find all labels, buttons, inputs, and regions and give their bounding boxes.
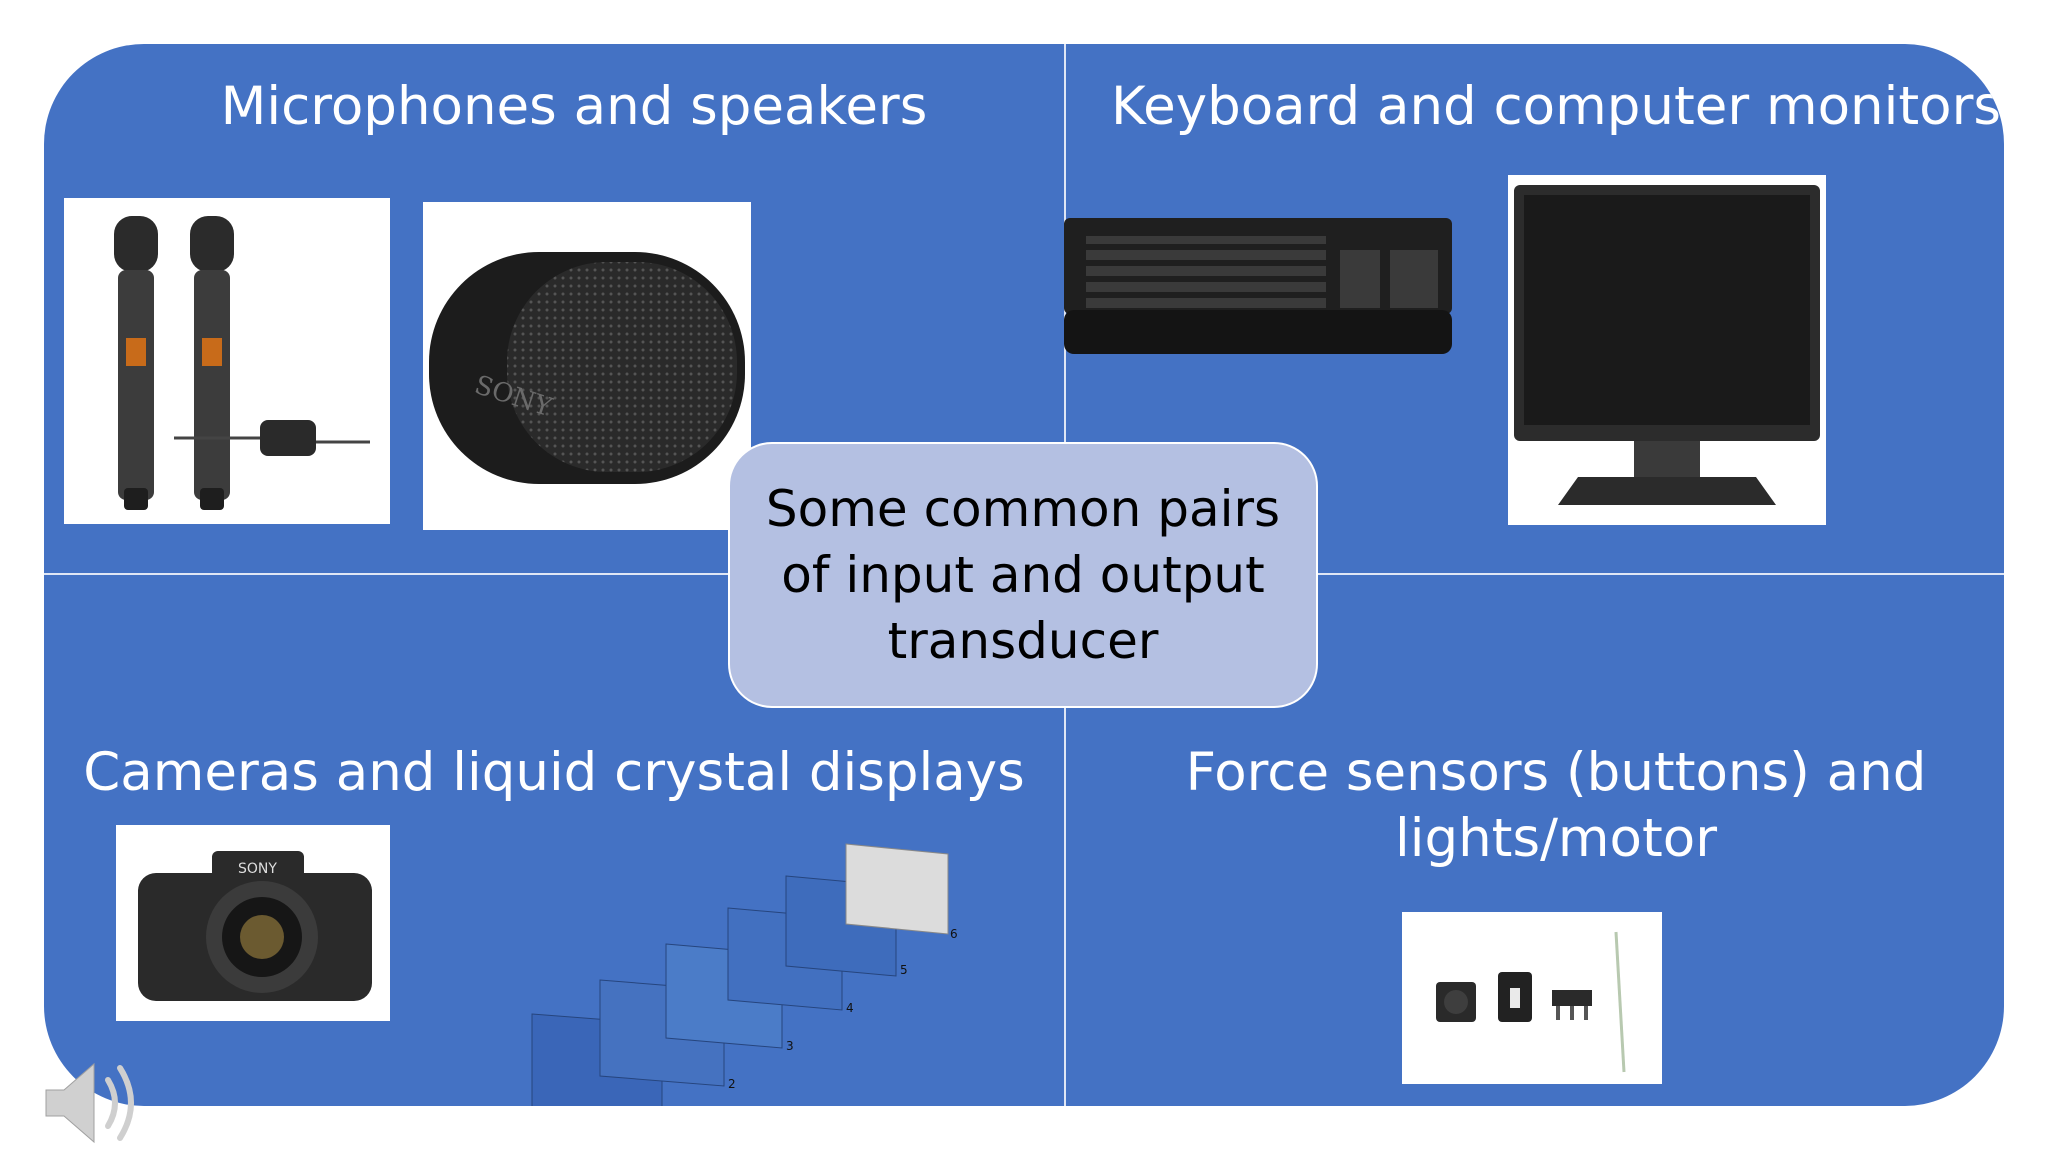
lcd-layers-diagram: 1 2 3 4 5: [488, 814, 968, 1106]
microphones-image: [64, 198, 390, 524]
svg-text:4: 4: [846, 1001, 854, 1015]
monitor-image: [1508, 175, 1826, 525]
center-callout-text: Some common pairs of input and output tr…: [765, 480, 1281, 670]
svg-text:3: 3: [786, 1039, 794, 1053]
receiver: [174, 420, 370, 456]
lcd-layer-6: 6: [845, 843, 958, 941]
title-microphones-speakers: Microphones and speakers: [220, 76, 928, 137]
svg-text:5: 5: [900, 963, 908, 977]
keyboard-image: [1056, 214, 1456, 358]
audio-speaker-icon[interactable]: [40, 1050, 150, 1150]
quadrant-panel: Microphones and speakers Keyboard and co…: [44, 44, 2004, 1106]
speaker-image: SONY: [423, 202, 751, 530]
camera-image: SONY: [116, 825, 390, 1021]
title-keyboard-monitors: Keyboard and computer monitors: [1111, 76, 2001, 137]
camera-brand-label: SONY: [238, 861, 277, 877]
microphone-right: [190, 216, 234, 510]
center-callout: Some common pairs of input and output tr…: [728, 442, 1318, 708]
svg-text:2: 2: [728, 1077, 736, 1091]
title-force-sensors: Force sensors (buttons) and lights/motor: [1185, 742, 1927, 869]
microphone-left: [114, 216, 158, 510]
title-cameras-lcd: Cameras and liquid crystal displays: [83, 742, 1025, 803]
svg-text:6: 6: [950, 927, 958, 941]
buttons-switches-image: [1402, 912, 1662, 1084]
